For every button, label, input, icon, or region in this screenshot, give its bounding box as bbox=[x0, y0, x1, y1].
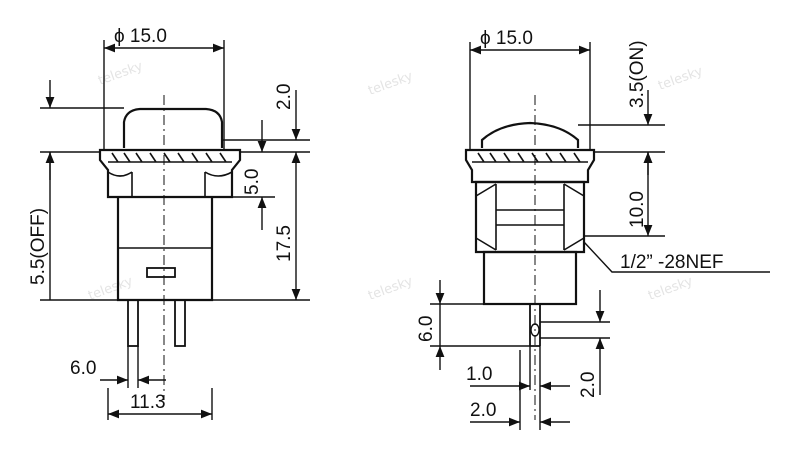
button-cap bbox=[122, 107, 224, 148]
dimension-labels: ϕ 15.0 5.5(OFF) 2.0 5.0 17.5 6.0 11.3 ϕ … bbox=[28, 26, 723, 421]
hex-nut bbox=[474, 180, 586, 254]
terminal-pin bbox=[529, 304, 541, 347]
body-slot bbox=[146, 267, 176, 278]
left-off-travel-label: 5.5(OFF) bbox=[28, 208, 49, 285]
terminal-pin bbox=[127, 299, 139, 347]
watermark-text: telesky bbox=[656, 64, 705, 94]
right-thread-spec-label: 1/2” -28NEF bbox=[620, 252, 723, 273]
left-nut-height-label: 5.0 bbox=[242, 169, 263, 195]
left-body-height-label: 17.5 bbox=[274, 225, 295, 262]
nut-knurl bbox=[108, 152, 232, 163]
button-cap bbox=[480, 121, 580, 148]
right-view bbox=[464, 95, 596, 420]
right-terminal-thickness-label: 1.0 bbox=[466, 364, 492, 385]
switch-body bbox=[482, 250, 578, 306]
right-dimensions bbox=[430, 42, 770, 430]
left-view bbox=[98, 95, 242, 400]
right-on-travel-label: 3.5(ON) bbox=[627, 40, 648, 108]
left-pin-pitch-label: 6.0 bbox=[70, 358, 96, 379]
nut-knurl bbox=[472, 152, 588, 163]
left-cap-height-label: 2.0 bbox=[274, 84, 295, 110]
hex-nut-faces bbox=[475, 183, 585, 251]
knurled-nut bbox=[464, 148, 596, 184]
right-hole-size-label: 2.0 bbox=[578, 372, 599, 398]
terminal-pin bbox=[174, 299, 186, 347]
right-diameter-label: ϕ 15.0 bbox=[480, 28, 533, 49]
right-terminal-width-label: 2.0 bbox=[470, 400, 496, 421]
nut-faces bbox=[107, 171, 233, 197]
watermark-text: telesky bbox=[646, 274, 695, 304]
right-thread-length-label: 10.0 bbox=[627, 191, 648, 228]
watermark-text: telesky bbox=[366, 274, 415, 304]
left-body-width-label: 11.3 bbox=[130, 392, 166, 413]
left-diameter-label: ϕ 15.0 bbox=[114, 26, 167, 47]
left-dimensions bbox=[40, 40, 310, 420]
right-terminal-length-label: 6.0 bbox=[416, 316, 437, 342]
watermark-text: telesky bbox=[366, 69, 415, 99]
watermark-group: telesky telesky telesky telesky telesky … bbox=[86, 59, 705, 304]
knurled-nut bbox=[98, 148, 242, 199]
